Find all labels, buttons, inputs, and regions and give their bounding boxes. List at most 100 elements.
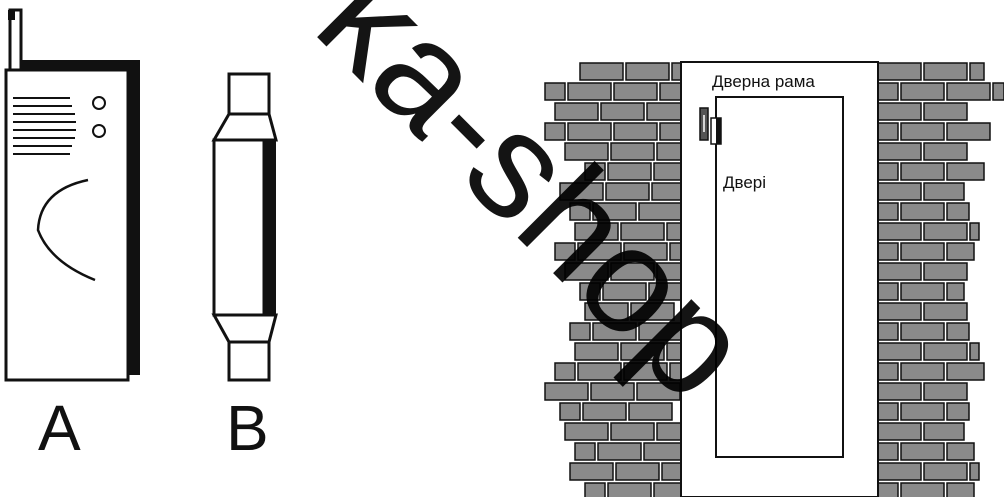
brick: [946, 162, 985, 181]
brick: [628, 402, 673, 421]
brick: [923, 182, 965, 201]
brick: [900, 82, 945, 101]
brick: [923, 382, 968, 401]
brick: [579, 62, 624, 81]
brick: [602, 282, 647, 301]
brick: [946, 442, 975, 461]
brick: [564, 262, 609, 281]
brick: [900, 362, 945, 381]
label-device-b: B: [226, 392, 269, 464]
brick: [877, 402, 899, 421]
label-device-a: A: [38, 392, 81, 464]
brick: [900, 402, 945, 421]
brick: [900, 282, 945, 301]
label-door-frame: Дверна рама: [712, 72, 815, 91]
brick: [544, 122, 566, 141]
brick: [613, 122, 658, 141]
brick: [605, 182, 650, 201]
brick: [554, 102, 599, 121]
button-bottom-icon: [92, 124, 106, 138]
button-top-icon: [92, 96, 106, 110]
brick: [877, 82, 899, 101]
brick: [564, 142, 609, 161]
brick: [877, 242, 899, 261]
brick: [656, 262, 682, 281]
brick: [877, 422, 922, 441]
brick: [620, 222, 665, 241]
brick: [554, 242, 576, 261]
door-panel: [715, 96, 844, 458]
brick: [900, 202, 945, 221]
brick: [923, 302, 968, 321]
brick: [569, 322, 591, 341]
brick: [559, 182, 604, 201]
brick: [579, 282, 601, 301]
brick: [600, 102, 645, 121]
magnet-bottom-bevel: [211, 313, 278, 344]
brick: [607, 162, 652, 181]
brick: [900, 162, 945, 181]
brick: [564, 422, 609, 441]
brick: [923, 462, 968, 481]
brick: [900, 122, 945, 141]
brick: [946, 202, 970, 221]
brick: [877, 282, 899, 301]
brick: [666, 342, 682, 361]
brick: [584, 302, 629, 321]
brick: [610, 422, 655, 441]
door-sensor-icon: [699, 107, 722, 145]
brick: [946, 402, 970, 421]
brick: [969, 62, 985, 81]
brick: [590, 382, 635, 401]
brick: [577, 242, 622, 261]
brick: [669, 362, 682, 381]
brick: [877, 202, 899, 221]
brick: [569, 202, 591, 221]
brick: [620, 342, 665, 361]
brick: [969, 222, 980, 241]
brick: [877, 442, 899, 461]
brick: [946, 322, 970, 341]
brick: [877, 362, 899, 381]
brick: [666, 222, 682, 241]
brick: [877, 222, 922, 241]
brick: [636, 382, 681, 401]
brick: [992, 82, 1004, 101]
brick: [877, 322, 899, 341]
brick: [659, 82, 682, 101]
brick: [923, 342, 968, 361]
brick: [877, 382, 922, 401]
brick: [946, 242, 975, 261]
brick: [574, 342, 619, 361]
brick: [544, 82, 566, 101]
brick: [625, 62, 670, 81]
brick: [669, 242, 682, 261]
brick: [646, 102, 682, 121]
brick: [900, 482, 945, 497]
brick: [638, 322, 682, 341]
brick: [969, 342, 980, 361]
magnet-device-b: [211, 72, 278, 382]
brick: [946, 362, 985, 381]
brick: [946, 282, 965, 301]
brick: [569, 462, 614, 481]
brick: [923, 62, 968, 81]
brick: [653, 162, 682, 181]
brick: [623, 242, 668, 261]
brick: [877, 162, 899, 181]
brick: [615, 462, 660, 481]
brick: [877, 142, 922, 161]
device-a-body: [4, 68, 130, 382]
brick: [643, 442, 682, 461]
brick: [574, 442, 596, 461]
brick: [651, 182, 682, 201]
brick: [574, 222, 619, 241]
brick: [610, 142, 655, 161]
brick: [969, 462, 980, 481]
brick: [923, 142, 968, 161]
brick: [877, 62, 922, 81]
brick: [671, 62, 682, 81]
brick: [877, 122, 899, 141]
brick: [653, 482, 682, 497]
